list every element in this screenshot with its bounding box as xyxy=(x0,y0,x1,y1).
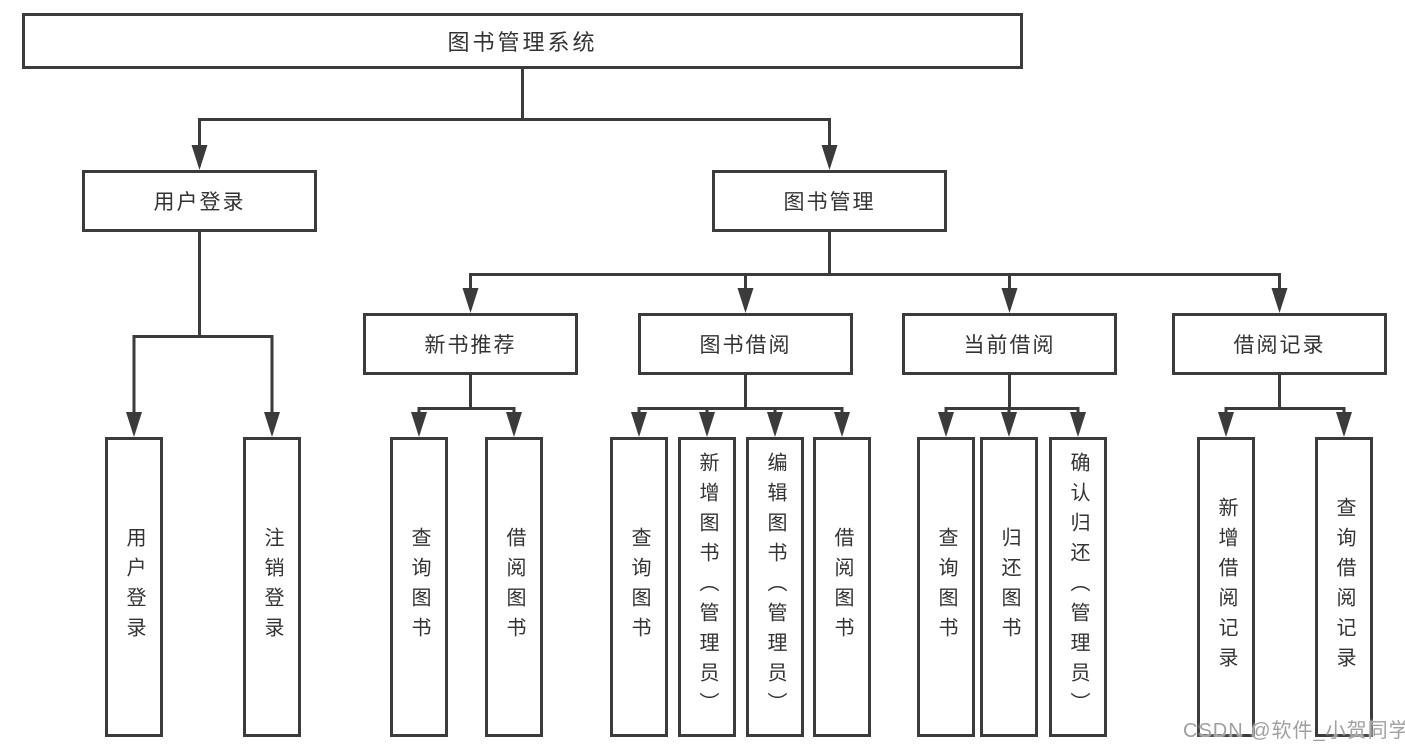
leaf-query-books-borrow: 查询图书 xyxy=(610,437,668,737)
csdn-watermark: CSDN @软件_小贺同学 xyxy=(1183,720,1405,742)
leaf-query-books-current: 查询图书 xyxy=(917,437,975,737)
node-book-management: 图书管理 xyxy=(712,170,947,232)
leaf-label: 确认归还（管理员） xyxy=(1067,452,1089,722)
leaf-query-books-recommend: 查询图书 xyxy=(390,437,448,737)
arrowhead-icon xyxy=(462,288,479,313)
node-new-book-recommend: 新书推荐 xyxy=(363,313,578,375)
leaf-label: 用户登录 xyxy=(123,527,145,647)
arrowhead-icon xyxy=(1070,412,1086,437)
leaf-label: 新增借阅记录 xyxy=(1215,497,1237,677)
node-new-book-recommend-label: 新书推荐 xyxy=(424,334,517,357)
node-book-management-label: 图书管理 xyxy=(783,191,876,214)
leaf-add-borrow-record: 新增借阅记录 xyxy=(1197,437,1255,737)
leaf-borrow-books-borrow: 借阅图书 xyxy=(813,437,871,737)
leaf-query-borrow-record: 查询借阅记录 xyxy=(1315,437,1373,737)
arrowhead-icon xyxy=(1001,412,1017,437)
arrowhead-icons xyxy=(126,145,1352,437)
arrowhead-icon xyxy=(191,145,208,170)
leaf-edit-book-admin: 编辑图书（管理员） xyxy=(746,437,804,737)
node-user-login-label: 用户登录 xyxy=(153,191,246,214)
leaf-label: 查询图书 xyxy=(935,527,957,647)
arrowhead-icon xyxy=(1218,412,1234,437)
arrowhead-icon xyxy=(737,288,754,313)
node-current-borrow: 当前借阅 xyxy=(902,313,1117,375)
leaf-label: 借阅图书 xyxy=(503,527,525,647)
node-current-borrow-label: 当前借阅 xyxy=(963,334,1056,357)
arrowhead-icon xyxy=(1336,412,1352,437)
node-user-login: 用户登录 xyxy=(82,170,317,232)
leaf-label: 归还图书 xyxy=(998,527,1020,647)
node-book-borrow: 图书借阅 xyxy=(638,313,853,375)
leaf-borrow-books-recommend: 借阅图书 xyxy=(485,437,543,737)
leaf-add-book-admin: 新增图书（管理员） xyxy=(678,437,736,737)
arrowhead-icon xyxy=(264,412,280,437)
arrowhead-icon xyxy=(631,412,647,437)
node-root-label: 图书管理系统 xyxy=(447,30,598,55)
node-book-borrow-label: 图书借阅 xyxy=(699,334,792,357)
leaf-return-books: 归还图书 xyxy=(980,437,1038,737)
leaf-label: 注销登录 xyxy=(261,527,283,647)
arrowhead-icon xyxy=(834,412,850,437)
leaf-label: 查询图书 xyxy=(408,527,430,647)
leaf-label: 借阅图书 xyxy=(831,527,853,647)
leaf-confirm-return-admin: 确认归还（管理员） xyxy=(1049,437,1107,737)
node-borrow-records: 借阅记录 xyxy=(1172,313,1387,375)
leaf-label: 新增图书（管理员） xyxy=(696,452,718,722)
arrowhead-icon xyxy=(506,412,522,437)
arrowhead-icon xyxy=(938,412,954,437)
node-root: 图书管理系统 xyxy=(22,13,1023,69)
arrowhead-icon xyxy=(411,412,427,437)
arrowhead-icon xyxy=(126,412,142,437)
arrowhead-icon xyxy=(1271,288,1288,313)
leaf-label: 查询借阅记录 xyxy=(1333,497,1355,677)
arrowhead-icon xyxy=(821,145,838,170)
leaf-user-login: 用户登录 xyxy=(105,437,163,737)
node-borrow-records-label: 借阅记录 xyxy=(1233,334,1326,357)
arrowhead-icon xyxy=(699,412,715,437)
leaf-logout: 注销登录 xyxy=(243,437,301,737)
leaf-label: 编辑图书（管理员） xyxy=(764,452,786,722)
arrowhead-icon xyxy=(1001,288,1018,313)
leaf-label: 查询图书 xyxy=(628,527,650,647)
arrowhead-icon xyxy=(767,412,783,437)
